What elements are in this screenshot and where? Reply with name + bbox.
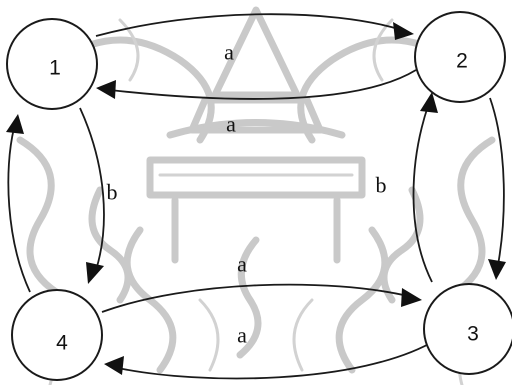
state-circle (414, 11, 506, 103)
arrowhead-icon (401, 288, 422, 307)
edge-line (489, 97, 505, 266)
edge-label-1-to-4: b (107, 180, 118, 205)
edge-line (412, 105, 433, 283)
state-label: 3 (467, 323, 479, 346)
arrowhead-icon (104, 356, 124, 375)
edge-2-to-3 (488, 97, 506, 280)
arrowhead-icon (420, 92, 438, 113)
edge-label-3-to-4: a (237, 323, 247, 348)
edge-line (79, 107, 105, 271)
edge-3-to-4 (104, 339, 437, 380)
state-node-1[interactable]: 1 (6, 18, 98, 110)
edge-2-to-1 (96, 69, 417, 100)
edge-label-4-to-3: a (237, 252, 247, 277)
edge-1-to-4 (79, 107, 105, 284)
state-label: 1 (49, 57, 61, 80)
edge-line (109, 69, 417, 100)
state-node-4[interactable]: 4 (11, 289, 103, 381)
edge-4-to-1 (6, 114, 31, 293)
edge-4-to-3 (101, 283, 422, 313)
arrowhead-icon (96, 80, 116, 99)
state-node-3[interactable]: 3 (423, 283, 512, 375)
edge-1-to-2 (95, 13, 414, 40)
edge-3-to-2 (412, 92, 438, 283)
arrowhead-icon (393, 22, 414, 40)
edge-line (95, 13, 403, 37)
arrowhead-icon (86, 262, 104, 284)
state-circle (423, 283, 512, 375)
edge-label-2-to-3: b (376, 173, 387, 198)
edge-line (101, 283, 409, 313)
state-node-2[interactable]: 2 (414, 11, 506, 103)
edge-label-1-to-2: a (224, 40, 234, 65)
arrowhead-icon (6, 114, 24, 134)
state-circle (6, 18, 98, 110)
arrowhead-icon (488, 259, 506, 280)
state-label: 2 (456, 50, 468, 73)
state-label: 4 (56, 332, 68, 355)
edge-line (7, 127, 31, 293)
edge-label-2-to-1: a (226, 112, 236, 137)
state-circle (11, 289, 103, 381)
edge-line (117, 339, 437, 380)
